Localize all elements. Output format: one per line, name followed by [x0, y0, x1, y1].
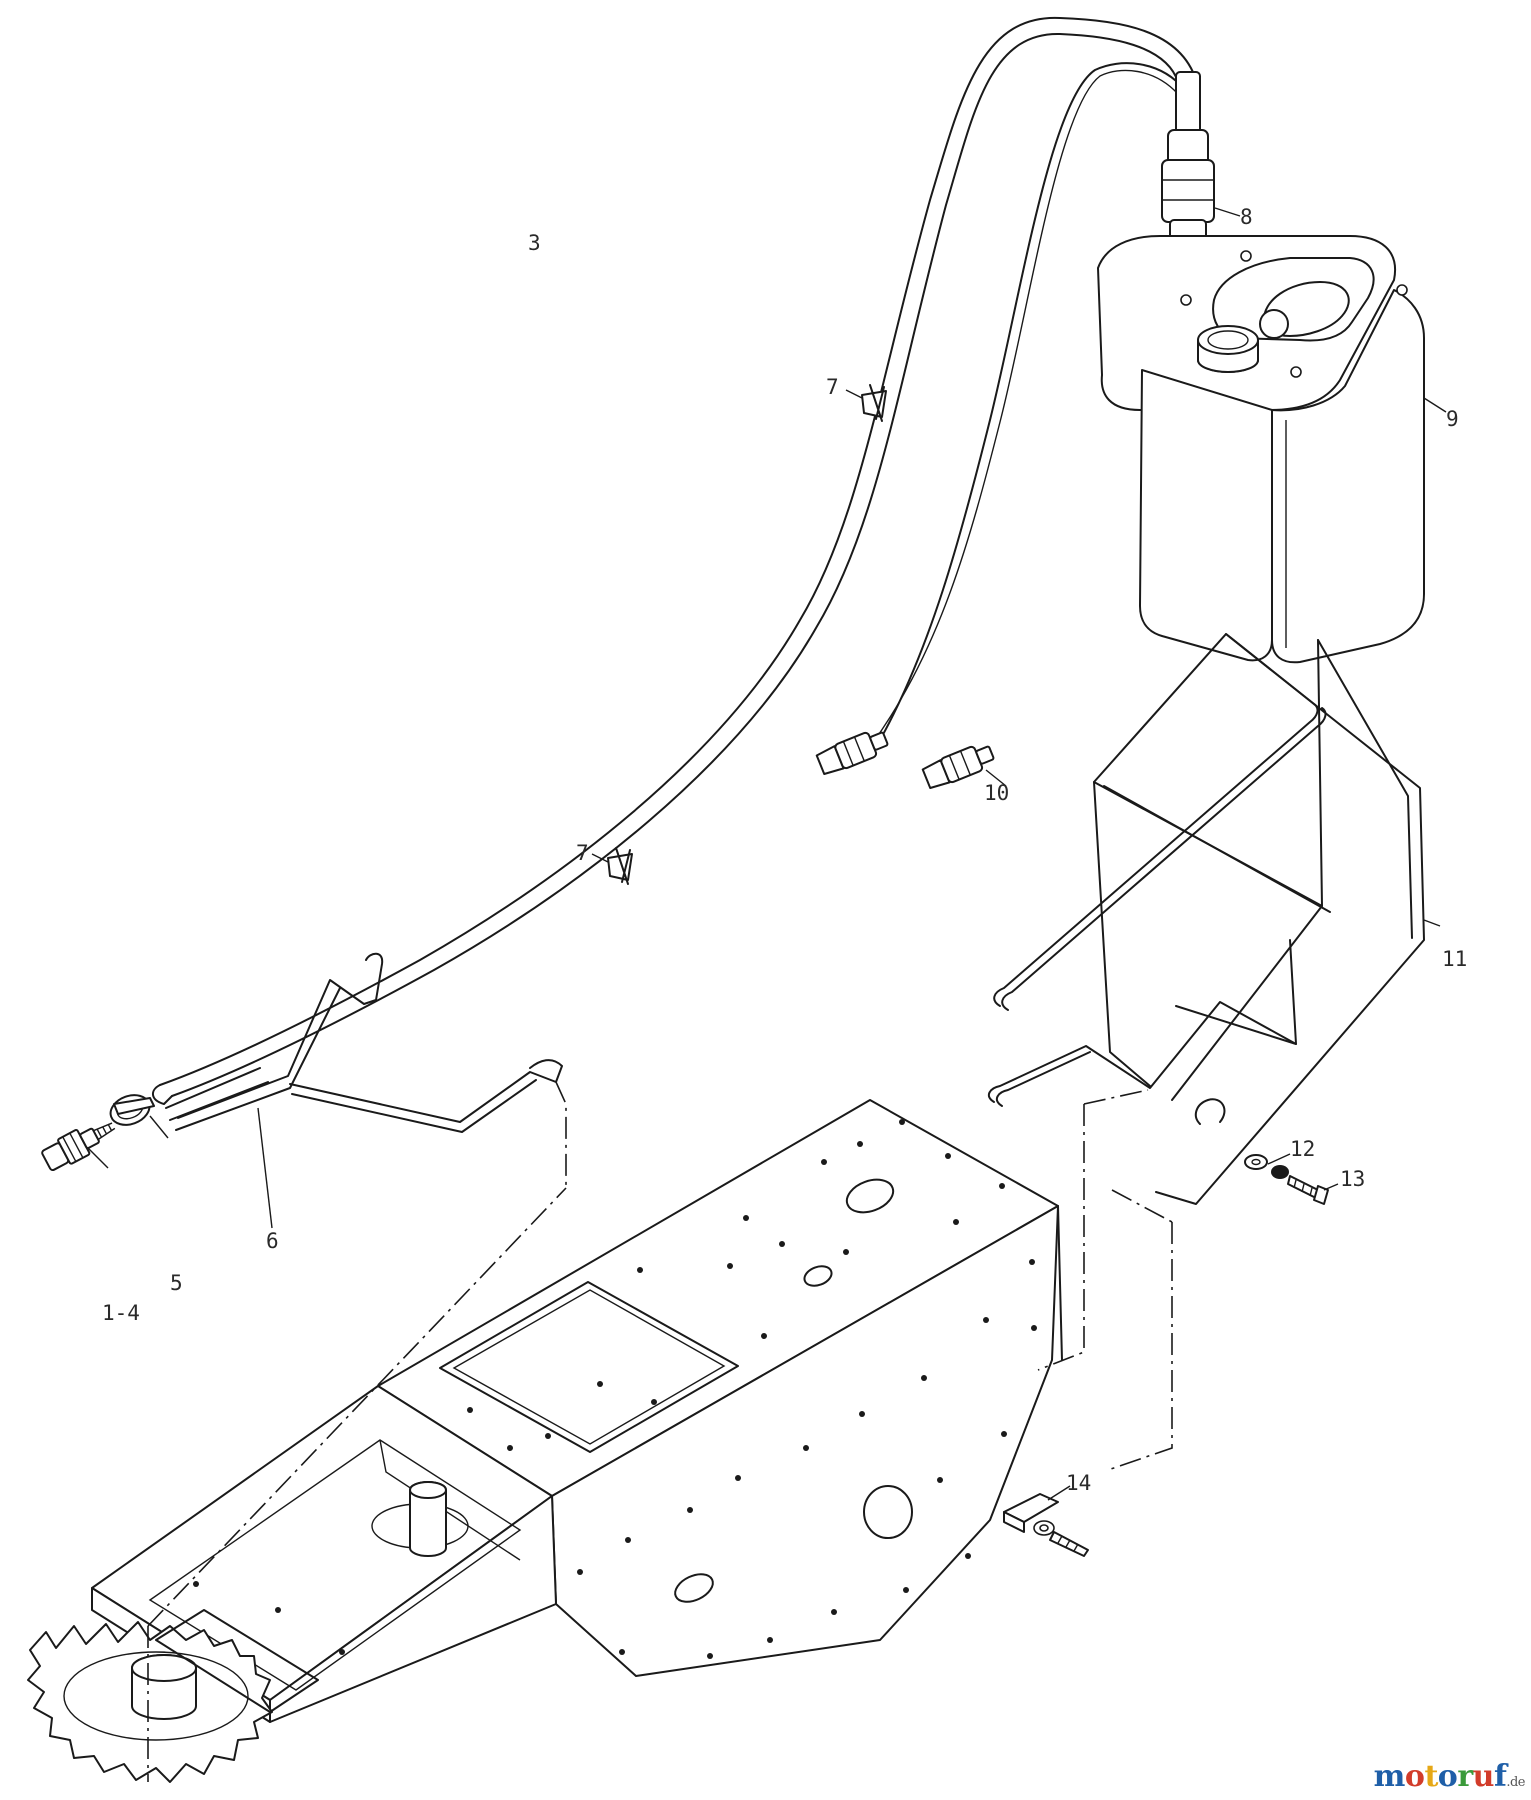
label-part-8: 8: [1240, 205, 1253, 229]
bracket-part-14: [1003, 1485, 1089, 1557]
hose-clip-part-7: [591, 384, 887, 885]
stray-mark-label: 3: [528, 231, 541, 255]
part-labels: 3 8 9 7 10 7 11 12 13 6 5 1-4 14: [102, 205, 1467, 1495]
label-part-7-lower: 7: [576, 841, 589, 865]
label-part-9: 9: [1446, 407, 1459, 431]
handle-part-6: [175, 952, 567, 1229]
watermark-letter: m: [1373, 1759, 1406, 1794]
clamp-part-5: [109, 1094, 169, 1139]
hose-assembly: [152, 16, 1197, 1121]
chassis-frame: [27, 1089, 1173, 1783]
washer-bolt-part-12-13: [1244, 1153, 1339, 1205]
watermark-letter: o: [1437, 1759, 1458, 1794]
watermark-letter: f: [1493, 1759, 1507, 1794]
label-part-12: 12: [1290, 1137, 1315, 1161]
label-part-5: 5: [170, 1271, 183, 1295]
label-part-7-upper: 7: [826, 375, 839, 399]
nozzle-part-10: [815, 731, 1007, 790]
watermark-suffix: .de: [1506, 1775, 1525, 1790]
motoruf-watermark-logo: motoruf.de: [1373, 1759, 1526, 1794]
label-part-6: 6: [266, 1229, 279, 1253]
watermark-letter: o: [1404, 1759, 1425, 1794]
watermark-letter: t: [1424, 1759, 1438, 1794]
watermark-letter: r: [1457, 1759, 1473, 1794]
label-part-14: 14: [1066, 1471, 1091, 1495]
watermark-letter: u: [1472, 1759, 1495, 1794]
coupling-part-8: [1161, 71, 1241, 251]
wire-holder-part-11: [987, 633, 1441, 1205]
label-part-11: 11: [1442, 947, 1467, 971]
label-part-10: 10: [984, 781, 1009, 805]
canister-part-9: [1097, 235, 1447, 664]
label-part-1-4: 1-4: [102, 1301, 140, 1325]
fitting-part-1-4: [41, 1122, 116, 1172]
label-part-13: 13: [1340, 1167, 1365, 1191]
